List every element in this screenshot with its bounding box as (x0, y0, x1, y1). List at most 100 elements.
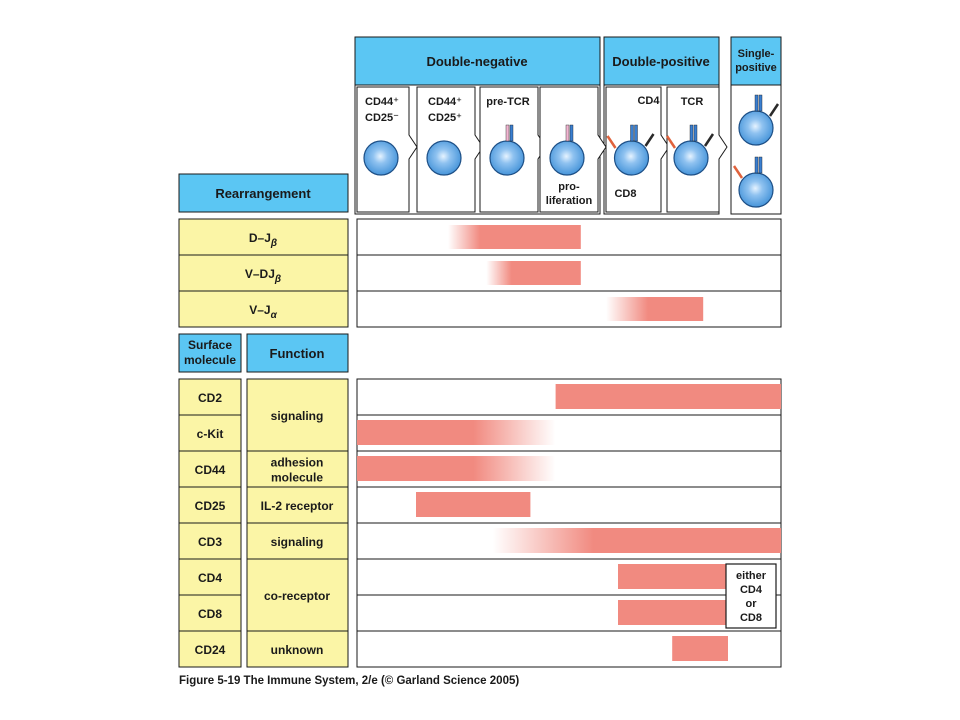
stage-label: CD25⁺ (428, 112, 462, 124)
phase-label-double-negative: Double-negative (426, 54, 527, 69)
thymocyte-cell (613, 140, 650, 176)
stage-label: CD25⁻ (365, 112, 399, 124)
surface-label: CD24 (195, 643, 226, 657)
stage-label: CD8 (614, 188, 636, 200)
surface-label-box (178, 630, 242, 668)
rearrangement-row: V–DJβ (178, 254, 782, 292)
expression-bar (448, 225, 581, 249)
receptor-icon (630, 124, 638, 142)
phase-headers: Double-negative Double-positive Single- … (354, 36, 782, 86)
function-box (246, 450, 349, 488)
expression-bar (486, 261, 581, 285)
expression-bar (672, 636, 728, 661)
stage-7 (732, 94, 780, 208)
cd8-coreceptor-icon (665, 135, 677, 149)
rearrangement-label: V–Jα (249, 303, 277, 321)
phase-header-double-positive (603, 36, 720, 86)
surface-label-box (178, 594, 242, 632)
phase-label-single-positive-line1: Single- (738, 48, 775, 60)
surface-label-box (178, 450, 242, 488)
rearrangement-track (356, 290, 782, 328)
function-header-label: Function (270, 346, 325, 361)
surface-row: CD44 (178, 450, 782, 488)
expression-bar (416, 492, 531, 517)
expression-bar (555, 384, 781, 409)
stage-label: liferation (546, 195, 593, 207)
either-note-box (725, 563, 777, 629)
function-cell: signaling (246, 378, 349, 452)
surface-label: CD4 (198, 571, 222, 585)
receptor-icon (565, 124, 574, 142)
stage-label: CD4 (637, 95, 660, 107)
expression-bar (357, 456, 556, 481)
surface-label: CD8 (198, 607, 222, 621)
stage-1: CD44⁺ CD25⁻ (356, 86, 418, 213)
expression-bar (606, 297, 704, 321)
rearrangement-label-box (178, 290, 349, 328)
thymocyte-cell (549, 140, 585, 176)
surface-row: CD3 (178, 522, 782, 560)
thymocyte-cell (673, 140, 709, 176)
rearrangement-header (178, 173, 349, 213)
stage-3: pre-TCR (479, 86, 547, 213)
rearrangement-label-box (178, 218, 349, 256)
surface-label-box (178, 522, 242, 560)
either-note-line1: either (736, 570, 767, 582)
receptor-icon (689, 124, 698, 142)
phase-header-double-negative (354, 36, 601, 86)
expression-bar (357, 420, 556, 445)
surface-row: c-Kit (178, 414, 782, 452)
surface-molecule-header-line1: Surface (188, 338, 232, 352)
surface-section: Surface molecule Function CD2c-KitCD44CD… (178, 333, 782, 668)
stage-boxes: CD44⁺CD25⁻CD44⁺CD25⁺pre-TCRpro-liferatio… (356, 86, 780, 213)
receptor-icon (754, 156, 763, 174)
thymocyte-cell (426, 140, 462, 176)
thymocyte-cell (363, 140, 399, 176)
surface-molecule-header-line2: molecule (184, 353, 236, 367)
either-note-line3: or (746, 598, 758, 610)
function-header (246, 333, 349, 373)
surface-label-box (178, 414, 242, 452)
thymocyte-cell (489, 140, 525, 176)
function-cell: signaling (246, 522, 349, 560)
rearrangement-header-label: Rearrangement (215, 186, 311, 201)
surface-row: CD25 (178, 486, 782, 524)
cd4-coreceptor-icon (703, 133, 715, 147)
expression-bar (618, 564, 728, 589)
surface-label-box (178, 486, 242, 524)
cd8-coreceptor-icon (606, 135, 617, 149)
surface-label: CD44 (195, 463, 226, 477)
function-label: signaling (271, 409, 324, 423)
function-box (246, 558, 349, 632)
surface-molecule-header (178, 333, 242, 373)
cd8-coreceptor-icon (732, 165, 744, 179)
rearrangement-row: V–Jα (178, 290, 782, 328)
cd4-coreceptor-icon (644, 133, 655, 147)
surface-label: c-Kit (197, 427, 224, 441)
function-label: co-receptor (264, 589, 330, 603)
thymocyte-cell (738, 172, 774, 208)
receptor-icon (754, 94, 763, 112)
expression-bar (492, 528, 781, 553)
stage-6: TCR (665, 86, 728, 213)
receptor-icon (505, 124, 514, 142)
rearrangement-label: D–Jβ (249, 231, 277, 249)
stage-label: pre-TCR (486, 96, 529, 108)
function-label: adhesion (271, 456, 324, 470)
stage-2: CD44⁺ CD25⁺ (416, 86, 484, 213)
surface-row: CD2 (178, 378, 782, 416)
function-label: unknown (271, 643, 324, 657)
either-note: either CD4 or CD8 (725, 563, 777, 629)
expression-bar (618, 600, 728, 625)
stage-label: CD44⁺ (428, 96, 462, 108)
surface-label: CD2 (198, 391, 222, 405)
rearrangement-row: D–Jβ (178, 218, 782, 256)
function-cell: co-receptor (246, 558, 349, 632)
stage-label: CD44⁺ (365, 96, 399, 108)
function-box (246, 486, 349, 524)
